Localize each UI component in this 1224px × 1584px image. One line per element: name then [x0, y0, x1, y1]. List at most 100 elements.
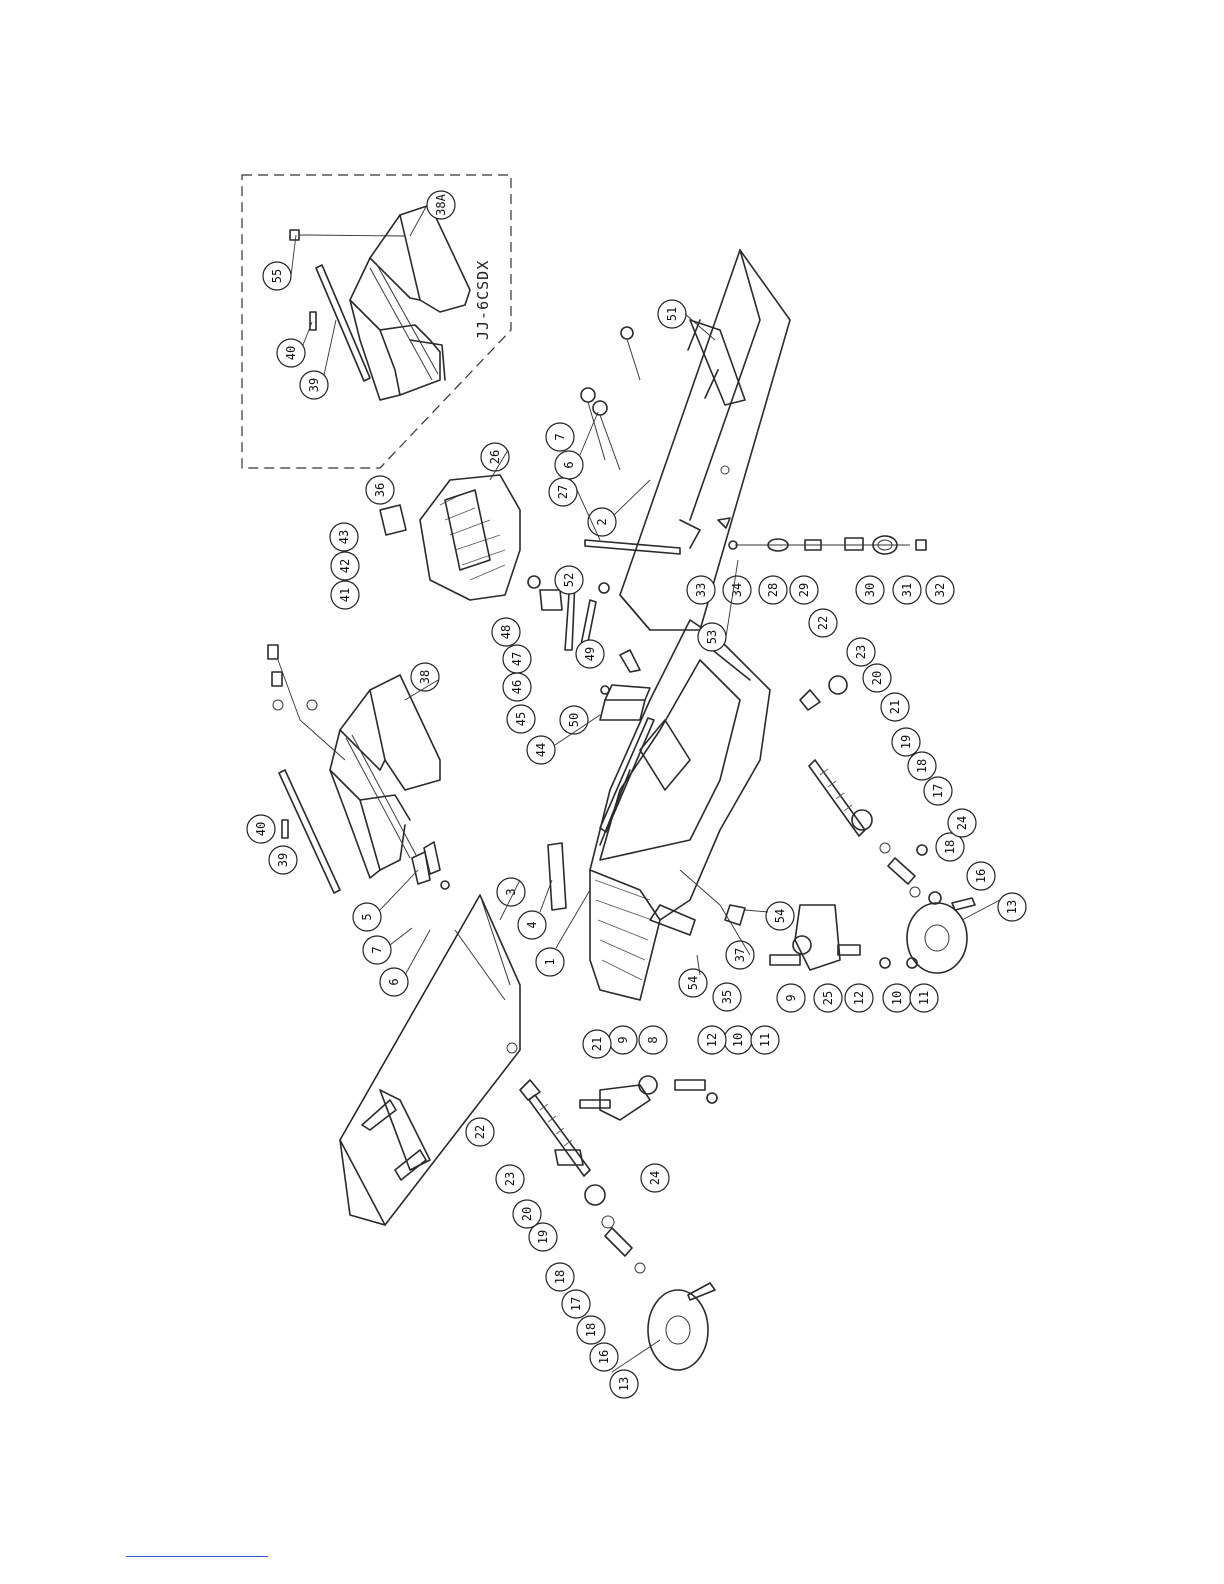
- callout-45-text: 45: [514, 712, 528, 726]
- callout-21-left-text: 21: [590, 1037, 604, 1051]
- callout-43: 43: [330, 523, 358, 551]
- callout-18-right-a: 18: [908, 752, 936, 780]
- callout-16-left-text: 16: [597, 1350, 611, 1364]
- callout-54-bottom: 54: [679, 969, 707, 997]
- callout-25-text: 25: [821, 991, 835, 1005]
- callout-18-right-b-text: 18: [943, 840, 957, 854]
- callout-11-right-text: 11: [917, 991, 931, 1005]
- callout-3: 3: [497, 878, 525, 906]
- callout-33: 33: [687, 576, 715, 604]
- callout-45: 45: [507, 705, 535, 733]
- callout-47-text: 47: [510, 652, 524, 666]
- callout-51-text: 51: [665, 307, 679, 321]
- callout-23-right-text: 23: [854, 645, 868, 659]
- callout-40-inset-text: 40: [284, 346, 298, 360]
- label-36: [380, 505, 406, 535]
- callout-25: 25: [814, 984, 842, 1012]
- callout-13-left-text: 13: [617, 1377, 631, 1391]
- callout-26-text: 26: [488, 450, 502, 464]
- callout-8-text: 8: [646, 1036, 660, 1043]
- gib-strip: [600, 718, 654, 832]
- callout-22-right-text: 22: [816, 616, 830, 630]
- callout-16-right-text: 16: [974, 869, 988, 883]
- callout-22-right: 22: [809, 609, 837, 637]
- callout-21-right-text: 21: [888, 700, 902, 714]
- callout-7-left: 7: [363, 936, 391, 964]
- callout-32-text: 32: [933, 583, 947, 597]
- callout-27: 27: [549, 478, 577, 506]
- callout-10-left-text: 10: [731, 1033, 745, 1047]
- pin-40-main: [282, 820, 288, 838]
- callout-24-left: 24: [641, 1164, 669, 1192]
- callout-52-text: 52: [562, 573, 576, 587]
- callout-13-right-text: 13: [1005, 900, 1019, 914]
- callout-5-text: 5: [360, 913, 374, 920]
- callout-7-left-text: 7: [370, 946, 384, 953]
- callout-13-right: 13: [998, 893, 1026, 921]
- callout-9-right-text: 9: [784, 994, 798, 1001]
- callout-23-left-text: 23: [503, 1172, 517, 1186]
- callout-5: 5: [353, 903, 381, 931]
- callout-29: 29: [790, 576, 818, 604]
- callout-42: 42: [331, 552, 359, 580]
- inset-model-label: JJ-6CSDX: [474, 260, 492, 340]
- callout-12-right-text: 12: [852, 991, 866, 1005]
- callout-50: 50: [560, 706, 588, 734]
- callout-9-right: 9: [777, 984, 805, 1012]
- callout-38a-text: 38A: [434, 193, 448, 215]
- callout-4-text: 4: [525, 921, 539, 928]
- callout-17-left-text: 17: [569, 1297, 583, 1311]
- callout-6-left: 6: [380, 968, 408, 996]
- bolt-43-washers: [268, 645, 345, 760]
- callout-6-right-text: 6: [562, 461, 576, 468]
- callout-23-right: 23: [847, 638, 875, 666]
- guard-26: [420, 475, 520, 600]
- callout-51: 51: [658, 300, 686, 328]
- callout-12-left-text: 12: [705, 1033, 719, 1047]
- handles-5: [412, 842, 449, 889]
- callout-24-left-text: 24: [648, 1171, 662, 1185]
- callout-38: 38: [411, 663, 439, 691]
- callout-50-text: 50: [567, 713, 581, 727]
- callout-39-text: 39: [276, 853, 290, 867]
- callout-31: 31: [893, 576, 921, 604]
- callout-19-left-text: 19: [536, 1230, 550, 1244]
- callout-9-left-text: 9: [616, 1036, 630, 1043]
- callout-34: 34: [723, 576, 751, 604]
- callout-11-right: 11: [910, 984, 938, 1012]
- callout-19-right-text: 19: [899, 735, 913, 749]
- callout-19-right: 19: [892, 728, 920, 756]
- callout-28-text: 28: [766, 583, 780, 597]
- callout-24-right-text: 24: [955, 816, 969, 830]
- callout-6-right: 6: [555, 451, 583, 479]
- callout-12-left: 12: [698, 1026, 726, 1054]
- callout-1: 1: [536, 948, 564, 976]
- callout-20-left: 20: [513, 1200, 541, 1228]
- fence-38a: [350, 205, 470, 400]
- inset-jj-6csdx: JJ-6CSDX: [242, 175, 511, 468]
- callout-16-right: 16: [967, 862, 995, 890]
- callout-46-text: 46: [510, 680, 524, 694]
- footer-link-underline[interactable]: [126, 1556, 268, 1557]
- callout-55-text: 55: [270, 269, 284, 283]
- parts-28-34: [718, 518, 926, 554]
- callout-3-text: 3: [504, 888, 518, 895]
- callout-37-text: 37: [733, 948, 747, 962]
- callout-54-bottom-text: 54: [686, 976, 700, 990]
- callout-20-right: 20: [863, 664, 891, 692]
- callout-26: 26: [481, 443, 509, 471]
- callout-33-text: 33: [694, 583, 708, 597]
- callout-20-left-text: 20: [520, 1207, 534, 1221]
- callout-39: 39: [269, 846, 297, 874]
- callout-18-left-a-text: 18: [553, 1270, 567, 1284]
- bolts-6-7-right: [581, 327, 640, 470]
- callout-9-left: 9: [609, 1026, 637, 1054]
- callout-52: 52: [555, 566, 583, 594]
- inset-border: [242, 175, 511, 468]
- callout-36-text: 36: [373, 483, 387, 497]
- rod-39: [316, 265, 370, 381]
- callout-40-text: 40: [254, 822, 268, 836]
- callout-47: 47: [503, 645, 531, 673]
- callout-53-text: 53: [705, 630, 719, 644]
- callout-18-left-a: 18: [546, 1263, 574, 1291]
